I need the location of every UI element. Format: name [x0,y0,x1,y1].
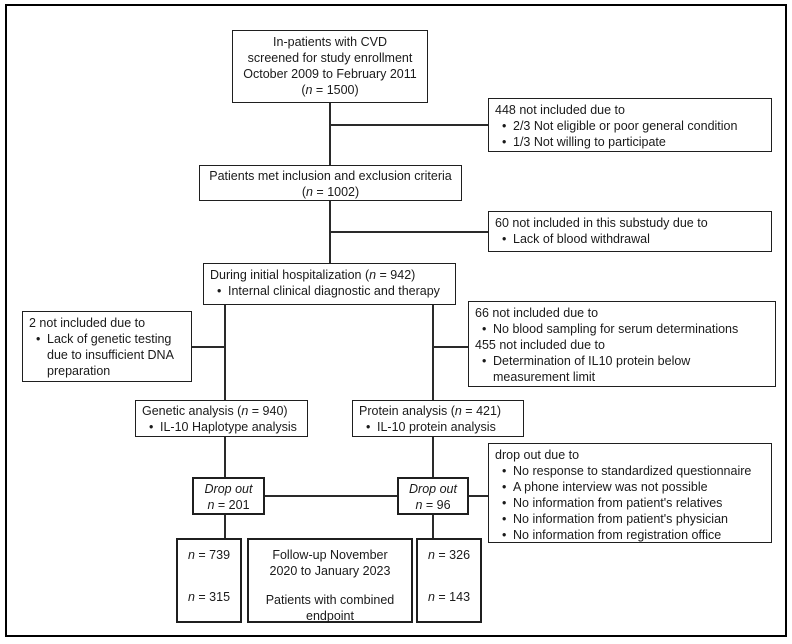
connector-branch-66 [432,346,468,348]
excluded-66-bullet1: •No blood sampling for serum determinati… [482,322,739,336]
dropout-reason-2: •A phone interview was not possible [502,480,708,494]
excluded-66-header: 66 not included due to [475,306,599,320]
box-criteria: Patients met inclusion and exclusion cri… [199,165,462,201]
connector-dropout-reasons [469,495,488,497]
hospitalization-bullet1: •Internal clinical diagnostic and therap… [217,284,440,298]
excluded-2-bullet1: •Lack of genetic testing due to insuffic… [36,332,174,378]
dropout-reason-5: •No information from registration office [502,528,722,542]
genetic-final-n1: n = 739 [187,548,231,562]
box-dropout-genetic: Drop out n = 201 [192,477,265,515]
criteria-line1: Patients met inclusion and exclusion cri… [209,169,452,183]
connector-genetic-to-dropout [224,437,226,477]
box-excluded-448: 448 not included due to •2/3 Not eligibl… [488,98,772,152]
dropout-protein-label: Drop out [409,482,457,496]
box-followup: Follow-up November 2020 to January 2023 … [247,538,413,623]
box-dropout-reasons: drop out due to •No response to standard… [488,443,772,543]
protein-title: Protein analysis (n = 421) [359,404,502,418]
hospitalization-title: During initial hospitalization (n = 942) [210,268,416,282]
followup-line4: endpoint [306,609,354,623]
dropout-protein-n: n = 96 [415,498,451,512]
bullet-icon: • [502,528,507,542]
dropout-reason-1: •No response to standardized questionnai… [502,464,752,478]
connector-screened-down [329,103,331,165]
connector-protein-to-dropout [432,437,434,477]
box-dropout-protein: Drop out n = 96 [397,477,469,515]
genetic-final-n2: n = 315 [187,590,231,604]
followup-line1: Follow-up November [272,548,388,562]
outer-frame [5,4,787,637]
box-screened-line3: October 2009 to February 2011 [243,67,417,81]
excluded-448-bullet2: •1/3 Not willing to participate [502,135,666,149]
dropout-reason-3: •No information from patient's relatives [502,496,723,510]
connector-dropout1-down [224,515,226,538]
criteria-n: (n = 1002) [301,185,360,199]
genetic-bullet1: •IL-10 Haplotype analysis [149,420,297,434]
followup-line2: 2020 to January 2023 [269,564,391,578]
connector-hosp-to-protein [432,305,434,400]
bullet-icon: • [502,480,507,494]
bullet-icon: • [217,284,222,298]
bullet-icon: • [502,496,507,510]
connector-hosp-to-genetic [224,305,226,400]
dropout-genetic-n: n = 201 [207,498,250,512]
connector-branch-2 [192,346,226,348]
protein-final-n2: n = 143 [427,590,471,604]
followup-line3: Patients with combined [265,593,395,607]
connector-dropout-link [265,495,397,497]
bullet-icon: • [36,332,41,346]
dropout-genetic-label: Drop out [204,482,253,496]
box-excluded-60: 60 not included in this substudy due to … [488,211,772,252]
dropout-reasons-header: drop out due to [495,448,580,462]
bullet-icon: • [502,464,507,478]
excluded-2-header: 2 not included due to [29,316,146,330]
bullet-icon: • [366,420,371,434]
excluded-60-header: 60 not included in this substudy due to [495,216,708,230]
excluded-60-bullet1: •Lack of blood withdrawal [502,232,650,246]
excluded-448-header: 448 not included due to [495,103,625,117]
excluded-455-header: 455 not included due to [475,338,605,352]
box-excluded-2: 2 not included due to •Lack of genetic t… [22,311,192,382]
connector-branch-60 [330,231,488,233]
genetic-title: Genetic analysis (n = 940) [142,404,288,418]
protein-final-n1: n = 326 [427,548,471,562]
bullet-icon: • [502,119,507,133]
box-excluded-66-455: 66 not included due to •No blood samplin… [468,301,776,387]
connector-dropout2-down [432,515,434,538]
connector-branch-448 [330,124,488,126]
box-hospitalization: During initial hospitalization (n = 942)… [203,263,456,305]
box-protein-analysis: Protein analysis (n = 421) •IL-10 protei… [352,400,524,437]
protein-bullet1: •IL-10 protein analysis [366,420,496,434]
box-protein-final: n = 326 n = 143 [416,538,482,623]
excluded-455-bullet1: •Determination of IL10 protein below mea… [482,354,691,384]
box-screened: In-patients with CVD screened for study … [232,30,428,103]
excluded-448-bullet1: •2/3 Not eligible or poor general condit… [502,119,738,133]
box-genetic-analysis: Genetic analysis (n = 940) •IL-10 Haplot… [135,400,308,437]
box-screened-line1: In-patients with CVD [273,35,387,49]
box-screened-line2: screened for study enrollment [247,51,413,65]
bullet-icon: • [502,135,507,149]
box-screened-n: (n = 1500) [301,83,359,97]
box-genetic-final: n = 739 n = 315 [176,538,242,623]
bullet-icon: • [482,354,487,368]
dropout-reason-4: •No information from patient's physician [502,512,728,526]
bullet-icon: • [482,322,487,336]
bullet-icon: • [502,512,507,526]
bullet-icon: • [502,232,507,246]
bullet-icon: • [149,420,154,434]
